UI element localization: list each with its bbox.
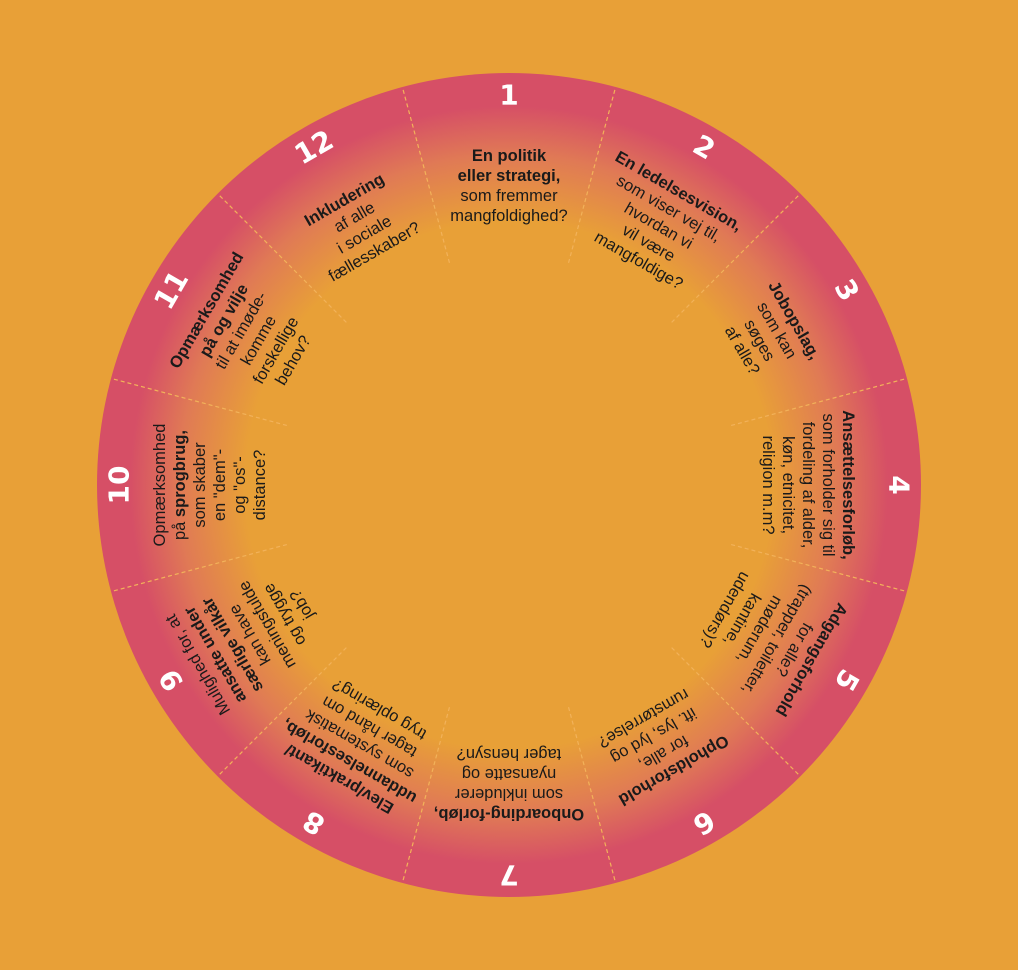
segment-dividers [110, 86, 908, 884]
segment-line: Opmærksomhed [151, 424, 169, 547]
segment-line: som skaber [191, 442, 209, 528]
segment-divider [217, 647, 347, 777]
segment-line: en "dem"- [211, 449, 229, 521]
segment-number: 7 [499, 859, 518, 892]
segment-line: mangfoldighed? [450, 207, 567, 225]
segment-divider [567, 86, 617, 263]
segment-text-4: Ansættelsesforløb,som forholder sig tilf… [759, 410, 857, 559]
segment-line: tager hensyn? [457, 745, 562, 763]
segment-number: 4 [883, 475, 916, 494]
segment-line: på sprogbrug, [171, 430, 189, 540]
segment-number: 10 [103, 466, 136, 505]
segment-line: fordeling af alder, [799, 422, 817, 549]
segment-line: eller strategi, [458, 167, 561, 185]
segment-line: som inkluderer [454, 785, 563, 803]
segment-line: nyansatte og [462, 765, 557, 783]
segment-divider [731, 377, 908, 427]
segment-text-7: Onboarding-forløb, som inkluderer nyansatt… [434, 745, 584, 823]
segment-line: Ansættelsesforløb, [839, 410, 857, 559]
segment-line: som forholder sig til [819, 413, 837, 556]
segment-line: En politik [472, 147, 547, 165]
segment-line: som fremmer [460, 187, 558, 205]
segment-line: køn, etnicitet, [779, 436, 797, 534]
segment-line: distance? [251, 450, 269, 521]
segment-divider [731, 543, 908, 593]
segment-line: religion m.m? [759, 435, 777, 534]
segment-divider [110, 543, 287, 593]
segment-divider [671, 193, 801, 323]
segment-line: og "os"- [231, 456, 249, 514]
segment-divider [401, 707, 451, 884]
segment-number: 1 [499, 79, 518, 112]
segment-divider [671, 647, 801, 777]
segment-divider [567, 707, 617, 884]
segment-line: Onboarding-forløb, [434, 805, 584, 823]
segment-divider [217, 193, 347, 323]
wheel-ring [97, 73, 921, 897]
segment-text-1: En politik eller strategi, som fremmer mang… [450, 147, 567, 225]
segment-divider [110, 377, 287, 427]
segment-divider [401, 86, 451, 263]
